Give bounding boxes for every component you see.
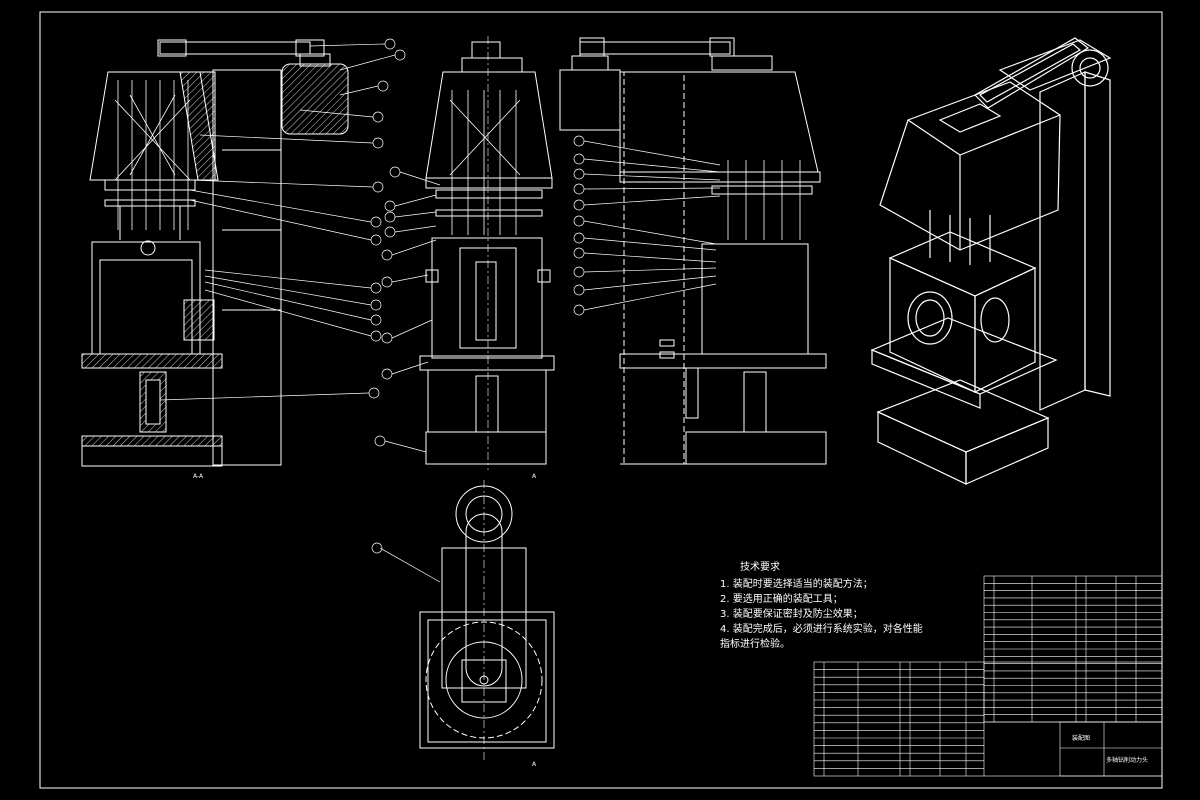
part-balloons-middle <box>374 166 441 453</box>
technical-requirement-line: 指标进行检验。 <box>720 639 790 650</box>
technical-requirements-heading: 技术要求 <box>740 562 780 573</box>
technical-requirement-line: 3. 装配要保证密封及防尘效果； <box>720 609 863 620</box>
drawing-border <box>39 11 1163 789</box>
front-section-view <box>81 39 349 467</box>
technical-requirement-line: 2. 要选用正确的装配工具； <box>720 594 843 605</box>
plan-view <box>371 480 555 762</box>
side-view <box>419 36 555 470</box>
section-marker-middle: A <box>532 473 537 480</box>
title-block-drawing-name: 多轴钻削动力头 <box>1106 756 1148 764</box>
section-marker-bottom: A <box>532 761 537 768</box>
parts-list <box>813 575 1163 777</box>
part-balloons-left <box>159 38 406 401</box>
technical-requirement-line: 1. 装配时要选择适当的装配方法； <box>720 579 873 590</box>
rear-view <box>559 37 827 465</box>
section-label: A-A <box>193 473 204 480</box>
title-block-assembly-label: 装配图 <box>1072 734 1090 742</box>
technical-requirements: 技术要求 1. 装配时要选择适当的装配方法； 2. 要选用正确的装配工具； 3.… <box>720 560 923 652</box>
technical-requirement-line: 4. 装配完成后，必须进行系统实验，对各性能 <box>720 624 923 635</box>
isometric-view <box>870 37 1112 485</box>
part-balloons-right <box>573 135 721 316</box>
